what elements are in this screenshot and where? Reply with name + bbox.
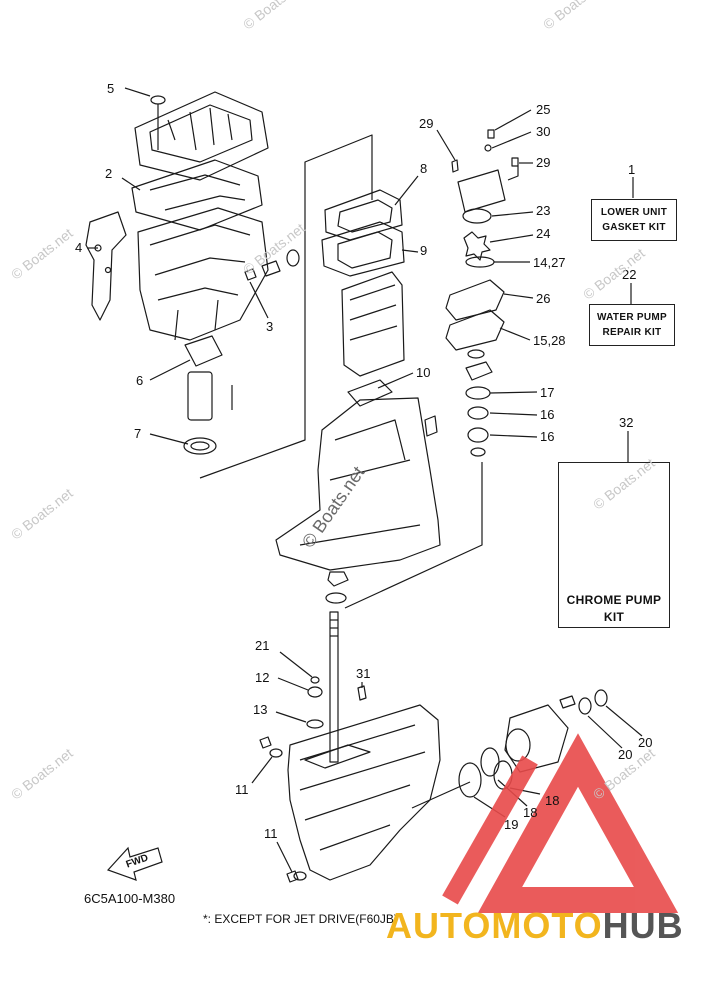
callout-24: 24 bbox=[536, 226, 551, 241]
callout-10: 10 bbox=[416, 365, 431, 380]
upper-casing bbox=[137, 207, 269, 341]
water-pump-repair-kit-box: WATER PUMP REPAIR KIT bbox=[589, 304, 675, 346]
diagram-code: 6C5A100-M380 bbox=[84, 891, 176, 906]
brand-logo-text: AUTOMOTOHUB bbox=[386, 905, 684, 947]
lower-unit-kit-line2: GASKET KIT bbox=[602, 222, 666, 233]
exhaust-guide bbox=[341, 271, 405, 377]
o-ring-17 bbox=[465, 386, 491, 400]
seal-7 bbox=[183, 437, 217, 455]
callout-11a: 11 bbox=[235, 782, 249, 797]
callout-14-27: 14,27 bbox=[533, 255, 566, 270]
callout-8: 8 bbox=[420, 161, 428, 176]
callout-4: 4 bbox=[75, 240, 83, 255]
drive-housing bbox=[275, 397, 441, 571]
callout-16a: 16 bbox=[540, 407, 555, 422]
callout-29a: 29 bbox=[419, 116, 434, 131]
gasket-8 bbox=[324, 189, 403, 241]
brand-part1: AUTOMOTO bbox=[386, 905, 603, 946]
drive-shaft bbox=[329, 611, 339, 763]
seal-10 bbox=[347, 379, 393, 407]
callout-18a: 18 bbox=[523, 805, 538, 820]
callout-6: 6 bbox=[136, 373, 144, 388]
callout-13: 13 bbox=[253, 702, 268, 717]
water-pump-kit-line2: REPAIR KIT bbox=[602, 327, 662, 338]
gasket-15 bbox=[445, 309, 505, 351]
chrome-pump-kit-box bbox=[558, 462, 670, 628]
callout-32: 32 bbox=[619, 415, 634, 430]
callout-7: 7 bbox=[134, 426, 142, 441]
lower-unit-kit-line1: LOWER UNIT bbox=[600, 207, 668, 218]
callout-15-28: 15,28 bbox=[533, 333, 566, 348]
callout-26: 26 bbox=[536, 291, 551, 306]
callout-2: 2 bbox=[105, 166, 113, 181]
callout-29b: 29 bbox=[536, 155, 551, 170]
callout-11b: 11 bbox=[264, 826, 278, 841]
callout-22: 22 bbox=[622, 267, 637, 282]
callout-9: 9 bbox=[420, 243, 428, 258]
impeller-24 bbox=[463, 231, 491, 261]
callout-5: 5 bbox=[107, 81, 115, 96]
fwd-arrow-icon bbox=[106, 846, 163, 881]
bracket-4 bbox=[85, 211, 127, 321]
bearing-16b bbox=[467, 427, 489, 443]
water-pump-kit-line1: WATER PUMP bbox=[596, 312, 668, 323]
bearing-16a bbox=[467, 406, 489, 420]
callout-3: 3 bbox=[266, 319, 274, 334]
lower-unit-gasket-kit-box: LOWER UNIT GASKET KIT bbox=[591, 199, 677, 241]
chrome-pump-kit-line1: CHROME PUMP bbox=[566, 593, 662, 607]
callout-17: 17 bbox=[540, 385, 555, 400]
callout-21: 21 bbox=[255, 638, 270, 653]
chrome-pump-kit-label: CHROME PUMP KIT bbox=[558, 592, 670, 626]
callout-20a: 20 bbox=[618, 747, 633, 762]
callout-30: 30 bbox=[536, 124, 551, 139]
gasket-2 bbox=[131, 159, 263, 231]
o-ring-18a bbox=[480, 747, 500, 777]
plate-26 bbox=[445, 279, 505, 321]
gasket-6 bbox=[184, 335, 223, 367]
footnote: *: EXCEPT FOR JET DRIVE(F60JB) bbox=[203, 912, 398, 926]
callout-20b: 20 bbox=[638, 735, 653, 750]
callout-31: 31 bbox=[356, 666, 371, 681]
callout-18b: 18 bbox=[545, 793, 560, 808]
upper-cover bbox=[134, 91, 269, 181]
gasket-9 bbox=[321, 221, 405, 277]
shaft-housing bbox=[504, 704, 569, 773]
brand-triangle-icon bbox=[442, 733, 679, 913]
callout-25: 25 bbox=[536, 102, 551, 117]
callout-1: 1 bbox=[628, 162, 636, 177]
o-ring-19 bbox=[458, 762, 482, 798]
callout-19: 19 bbox=[504, 817, 519, 832]
gear-case bbox=[287, 704, 441, 881]
callout-23: 23 bbox=[536, 203, 551, 218]
pump-housing-23 bbox=[457, 169, 506, 213]
brand-part2: HUB bbox=[602, 905, 684, 946]
chrome-pump-kit-line2: KIT bbox=[603, 610, 625, 624]
callout-16b: 16 bbox=[540, 429, 555, 444]
callout-12: 12 bbox=[255, 670, 270, 685]
